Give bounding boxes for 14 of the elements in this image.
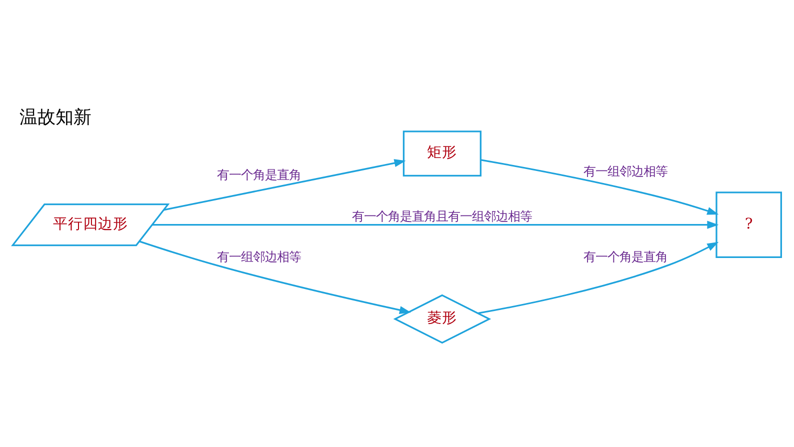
diagram-title: 温故知新: [19, 106, 92, 128]
arrow: [164, 158, 406, 210]
edge-label: 有一个角是直角: [584, 249, 668, 264]
node-diamond: 菱形: [393, 294, 492, 344]
edge-label: 有一组邻边相等: [584, 164, 668, 178]
edge-label: 有一个角是直角: [216, 167, 301, 182]
arrow: [478, 241, 719, 314]
arrow: [139, 240, 412, 314]
edge-label: 有一组邻边相等: [216, 249, 301, 264]
arrow: [152, 220, 719, 228]
node-box: 矩形: [402, 130, 482, 176]
arrow: [480, 158, 719, 214]
edge-label: 有一个角是直角且有一组邻边相等: [352, 209, 532, 224]
node-box: ?: [716, 191, 782, 258]
